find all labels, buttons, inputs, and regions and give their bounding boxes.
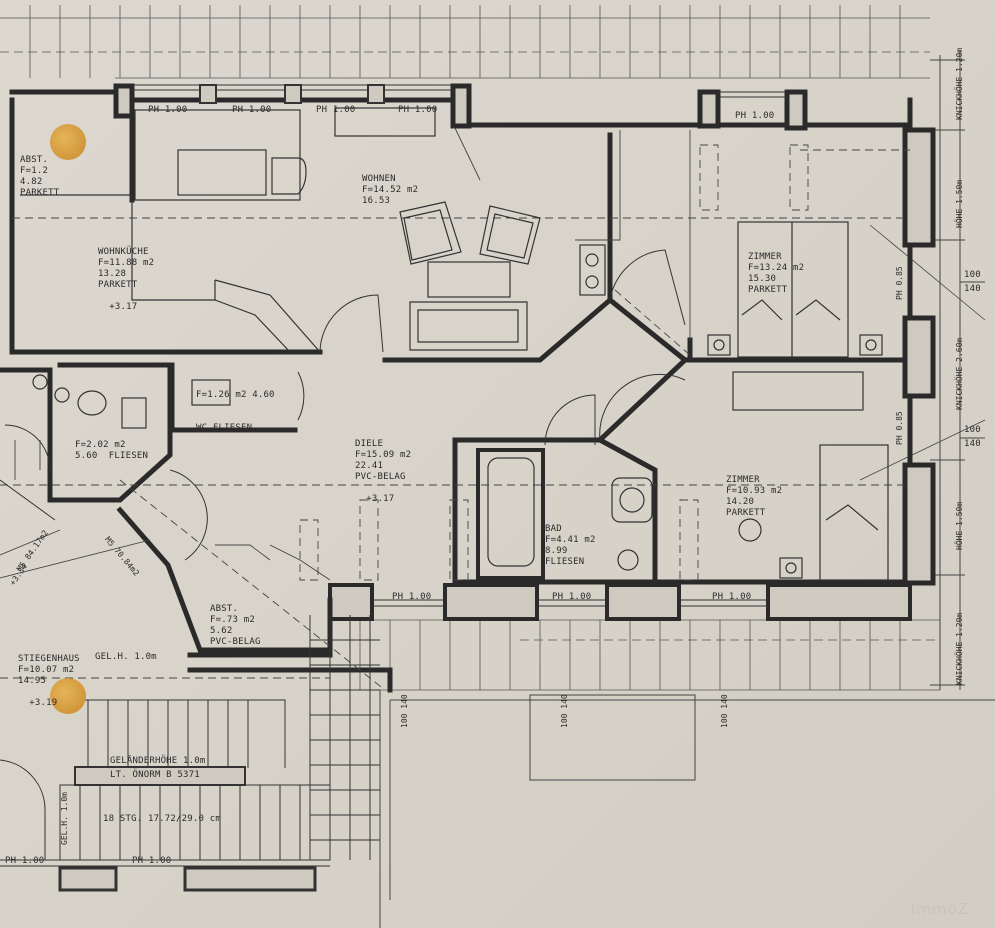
ph-label-8: PH 1.00 [712, 592, 752, 602]
railing-height-label: GEL.H. 1.0m [95, 652, 157, 662]
norm-reference-label: LT. ÖNORM B 5371 [110, 770, 200, 780]
stair-steps-label: 18 STG. 17.72/29.0 cm [103, 814, 221, 824]
level-marker-diele: +3.17 [366, 494, 395, 504]
ph-085-upper: PH 0.85 [895, 266, 904, 300]
fraction-bot-1: 140 [964, 284, 981, 294]
watermark: ImmoZ [910, 900, 969, 918]
window-fraction-1: 100 140 [400, 694, 409, 728]
ph-label-7: PH 1.00 [552, 592, 592, 602]
hoehe-top-label: HÖHE 1.50m [955, 179, 964, 228]
level-marker-wohnkueche: +3.17 [109, 302, 138, 312]
door-swings [0, 249, 686, 860]
window-fraction-2: 100 140 [560, 694, 569, 728]
staircase [59, 615, 380, 861]
room-label-wc: F=1.26 m2 4.60 WC FLIESEN [196, 390, 275, 433]
ph-label-6: PH 1.00 [392, 592, 432, 602]
fraction-top-2: 100 [964, 425, 981, 435]
ph-label-9: PH 1.00 [5, 856, 45, 866]
fraction-bot-2: 140 [964, 439, 981, 449]
windows [0, 84, 787, 892]
fraction-top-1: 100 [964, 270, 981, 280]
knickhoehe-mid-label: KNICKHÖHE 2.60m [955, 337, 964, 410]
knickhoehe-bottom-label: KNICKHÖHE 1.20m [955, 612, 964, 685]
balcony-frame [379, 690, 995, 928]
ph-label-10: PH 1.00 [132, 856, 172, 866]
window-fraction-3: 100 140 [720, 694, 729, 728]
dashed-slope-lines [0, 144, 910, 691]
stair-side-label: GEL.H. 1.0m [60, 792, 69, 845]
ph-label-1: PH 1.00 [148, 105, 188, 115]
punch-hole-bottom [50, 678, 86, 714]
punch-hole-top [50, 124, 86, 160]
ph-label-2: PH 1.00 [232, 105, 272, 115]
dimension-lines-right [859, 50, 986, 690]
ph-label-4: PH 1.00 [398, 105, 438, 115]
ph-085-lower: PH 0.85 [895, 411, 904, 445]
roof-grid-bottom [330, 619, 940, 691]
hoehe-bottom-label: HÖHE 1.50m [955, 501, 964, 550]
roof-grid-top [0, 5, 930, 79]
ph-label-5: PH 1.00 [735, 111, 775, 121]
furniture [20, 107, 889, 581]
knickhoehe-top-label: KNICKHÖHE 1.20m [955, 47, 964, 120]
walls [0, 83, 936, 693]
ph-label-3: PH 1.00 [316, 105, 356, 115]
level-marker-stiegenhaus: +3.19 [29, 698, 58, 708]
railing-norm-label: GELÄNDERHÖHE 1.0m [110, 756, 206, 766]
